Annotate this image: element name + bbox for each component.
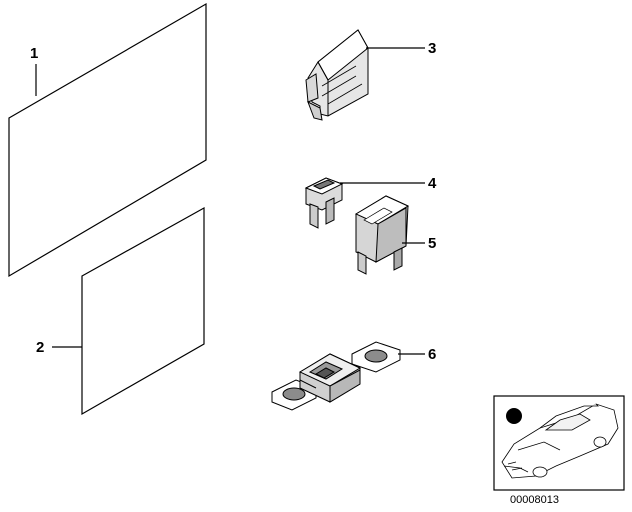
- location-marker-icon: [506, 408, 522, 424]
- small-card-sheet-icon: [81, 206, 205, 416]
- bolt-down-strip-fuse-icon: [271, 341, 401, 411]
- callout-6: 6: [428, 346, 437, 363]
- maxi-blade-fuse-icon: [354, 195, 410, 275]
- callout-3: 3: [428, 40, 437, 57]
- fuse-puller-clip-icon: [305, 29, 369, 121]
- car-location-thumbnail-icon: [493, 395, 625, 491]
- reference-code: 00008013: [510, 494, 559, 506]
- callout-2: 2: [36, 339, 45, 356]
- callout-5: 5: [428, 235, 437, 252]
- mini-blade-fuse-icon: [304, 177, 344, 229]
- callout-4: 4: [428, 175, 437, 192]
- callout-1: 1: [30, 45, 39, 62]
- large-card-sheet-icon: [8, 2, 207, 278]
